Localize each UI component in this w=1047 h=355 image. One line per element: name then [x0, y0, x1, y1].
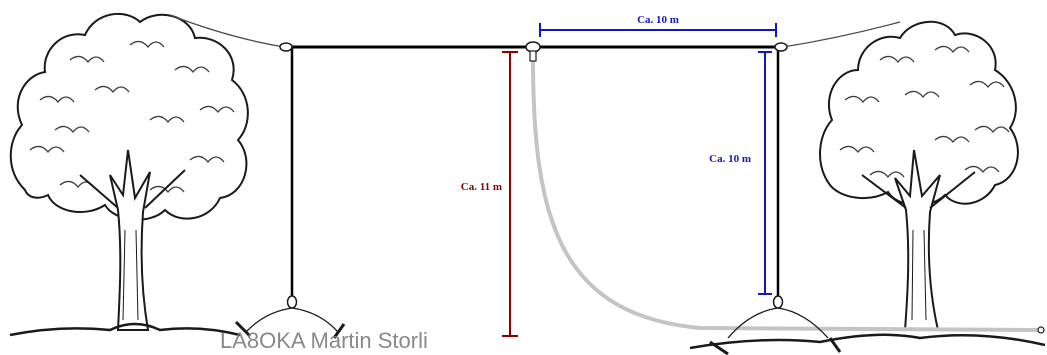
ground-peg-icon: [709, 337, 842, 355]
left-support-rope: [169, 14, 285, 48]
left-tree-trunk: [109, 149, 151, 331]
mast-height-dimension: Ca. 11 m: [461, 51, 518, 337]
left-top-insulator: [279, 42, 293, 52]
mast-height-dimension-label: Ca. 11 m: [461, 181, 502, 193]
ground-peg-icon: [234, 320, 346, 339]
right-tree: [689, 20, 1046, 350]
right-top-insulator: [774, 42, 788, 52]
left-ground: [9, 322, 241, 337]
horizontal-dimension-label: Ca. 10 m: [637, 14, 679, 26]
right-ground: [689, 333, 1046, 350]
feedline-end: [1037, 326, 1045, 334]
author-credit: LA8OKA Martin Storli: [220, 328, 428, 353]
right-drop-dimension-label: Ca. 10 m: [709, 153, 751, 165]
horizontal-dimension: Ca. 10 m: [539, 14, 777, 37]
right-drop-dimension: Ca. 10 m: [709, 51, 772, 295]
left-bottom-anchor: [234, 295, 346, 339]
right-support-rope: [782, 21, 901, 48]
right-bottom-anchor: [709, 295, 842, 355]
feedline-cable: [531, 57, 1041, 332]
left-tree: [9, 13, 249, 337]
left-tree-canopy: [9, 13, 249, 221]
right-tree-trunk: [894, 149, 941, 331]
feed-point-insulator: [525, 41, 541, 62]
